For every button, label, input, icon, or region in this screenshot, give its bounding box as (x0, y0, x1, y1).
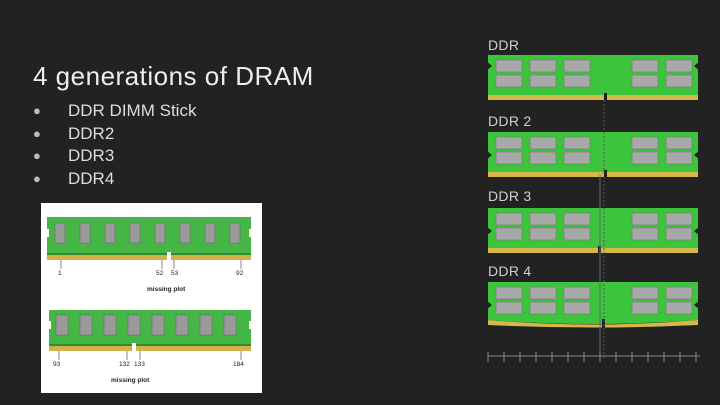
dimm-diagram: 1 52 53 92 missing plot (45, 217, 253, 384)
bullet-icon: ● (33, 148, 41, 163)
generation-label: DDR 4 (488, 263, 532, 279)
alignment-scale (487, 352, 700, 362)
bullet-text: DDR2 (68, 123, 115, 143)
pin-label: 1 (58, 270, 62, 277)
bullet-item: ● DDR2 (33, 123, 196, 146)
bottom-pin-leaders (58, 351, 242, 360)
pin-label: 93 (53, 361, 61, 368)
bullet-list: ● DDR DIMM Stick ● DDR2 ● DDR3 ● DDR4 (33, 100, 196, 190)
slide-title: 4 generations of DRAM (33, 61, 314, 92)
generations-panel: DDR DDR 2 DDR 3 (480, 30, 710, 370)
notch-guide-lines (599, 100, 605, 360)
dimm-comparison-image: 1 52 53 92 missing plot (41, 203, 262, 393)
pin-label: 133 (134, 361, 145, 368)
bullet-text: DDR3 (68, 146, 115, 165)
top-pin-leaders (60, 260, 242, 269)
bullet-item: ● DDR4 (33, 168, 196, 191)
bottom-dimm-stick (47, 310, 253, 352)
bullet-text: DDR4 (68, 168, 115, 188)
missing-plot-caption: missing plot (147, 286, 186, 293)
bullet-icon: ● (33, 170, 41, 186)
bullet-item: ● DDR DIMM Stick (33, 100, 196, 123)
generation-label: DDR 3 (488, 188, 532, 204)
ddr-stick (486, 55, 700, 101)
ddr3-stick (486, 208, 700, 254)
bullet-item: ● DDR3 (33, 145, 196, 168)
pin-label: 92 (236, 270, 244, 277)
bullet-icon: ● (33, 125, 41, 141)
pin-label: 52 (156, 270, 164, 277)
ddr4-stick (486, 282, 700, 328)
generation-label: DDR (488, 37, 520, 53)
generation-label: DDR 2 (488, 113, 532, 129)
bullet-text: DDR DIMM Stick (68, 101, 197, 120)
top-dimm-stick (45, 217, 253, 261)
ddr2-stick (486, 132, 700, 178)
missing-plot-caption: missing plot (111, 377, 150, 384)
pin-label: 53 (171, 270, 179, 277)
pin-label: 132 (119, 361, 130, 368)
bullet-icon: ● (33, 103, 41, 118)
pin-label: 184 (233, 361, 244, 368)
